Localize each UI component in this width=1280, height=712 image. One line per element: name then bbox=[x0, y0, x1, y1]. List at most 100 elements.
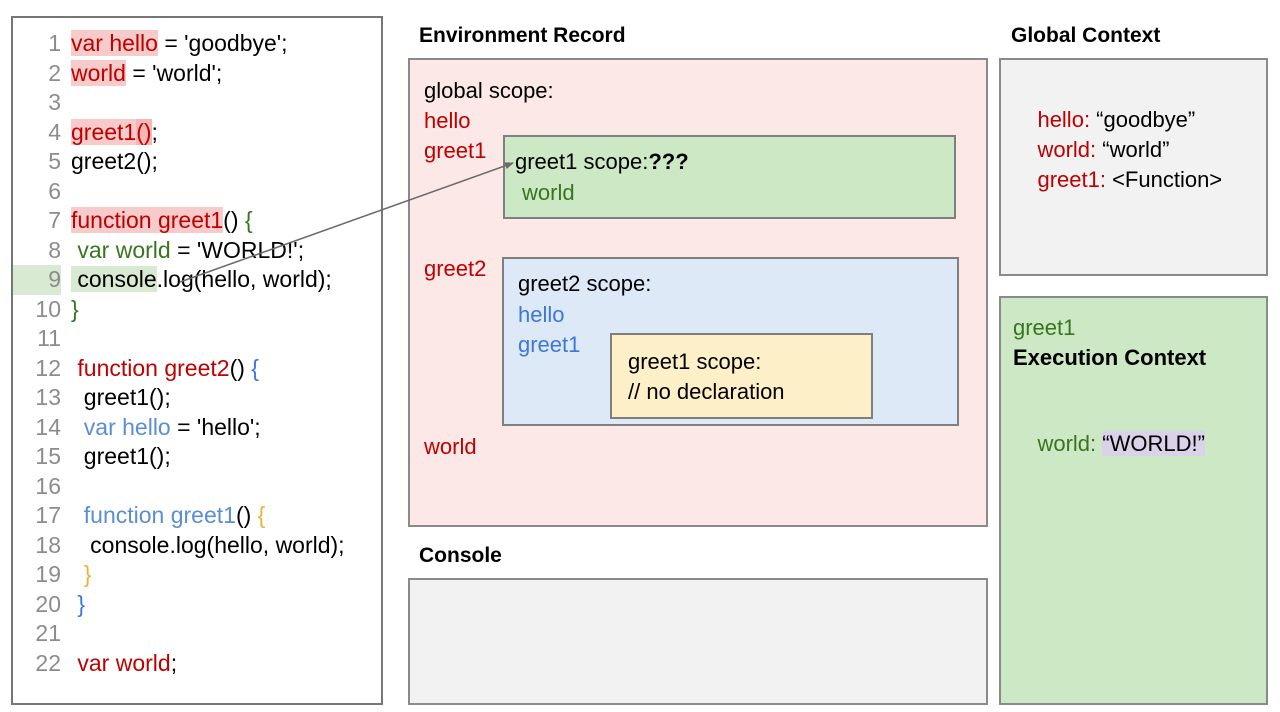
code-line[interactable]: 22 var world; bbox=[13, 649, 381, 679]
code-line-text: } bbox=[61, 560, 92, 590]
code-token: ; bbox=[151, 118, 158, 145]
code-line[interactable]: 3 bbox=[13, 88, 381, 118]
code-line-text: greet2(); bbox=[61, 147, 158, 177]
code-token: { bbox=[257, 502, 266, 528]
global-binding-greet1: greet1 bbox=[424, 138, 487, 163]
code-token: } bbox=[71, 561, 92, 587]
greet1-inner-scope-box: greet1 scope: // no declaration bbox=[610, 333, 873, 419]
code-token: = 'hello'; bbox=[170, 413, 261, 440]
global-context-key: world bbox=[1037, 137, 1091, 162]
code-token: function greet1 bbox=[71, 502, 236, 528]
code-line-number: 15 bbox=[35, 443, 61, 469]
code-line-number: 13 bbox=[35, 384, 61, 410]
code-token: var hello bbox=[71, 413, 171, 440]
console-output-panel[interactable] bbox=[408, 578, 988, 705]
code-line-text: world = 'world'; bbox=[61, 59, 222, 89]
global-context-row: world: “world” bbox=[1013, 111, 1169, 189]
code-line-number: 20 bbox=[35, 590, 61, 617]
code-token: greet2(); bbox=[71, 148, 158, 174]
code-token: world bbox=[71, 59, 126, 86]
code-token: greet1(); bbox=[71, 443, 171, 469]
code-token: () bbox=[223, 207, 245, 233]
code-token: console.log(hello, world); bbox=[71, 531, 345, 558]
global-context-separator: : bbox=[1090, 137, 1103, 162]
code-line-text: greet1(); bbox=[61, 118, 158, 148]
global-context-value: <Function> bbox=[1112, 167, 1223, 192]
code-token: () bbox=[229, 354, 252, 381]
execution-context-function-name: greet1 bbox=[1013, 315, 1076, 340]
code-line[interactable]: 18 console.log(hello, world); bbox=[13, 531, 381, 561]
code-token: () bbox=[136, 118, 152, 145]
code-line-number: 21 bbox=[35, 620, 61, 646]
console-title: Console bbox=[419, 544, 502, 567]
code-line-text: function greet1() { bbox=[61, 206, 253, 236]
greet1-scope-label-row: greet1 scope:??? bbox=[515, 149, 689, 175]
code-token: } bbox=[71, 590, 86, 617]
code-line-number: 17 bbox=[35, 502, 61, 528]
code-line-text: function greet2() { bbox=[61, 354, 259, 384]
code-line-number: 10 bbox=[35, 295, 61, 322]
code-line[interactable]: 21 bbox=[13, 619, 381, 649]
code-token: } bbox=[71, 295, 79, 322]
code-line-number: 18 bbox=[35, 531, 61, 558]
global-context-separator: : bbox=[1083, 107, 1097, 132]
code-line-text: console.log(hello, world); bbox=[61, 265, 332, 295]
code-line-number: 7 bbox=[48, 207, 61, 233]
code-token: function greet1 bbox=[71, 207, 224, 233]
code-line-number: 5 bbox=[48, 148, 61, 174]
code-line[interactable]: 11 bbox=[13, 324, 381, 354]
code-line[interactable]: 20 } bbox=[13, 590, 381, 620]
code-line[interactable]: 16 bbox=[13, 472, 381, 502]
code-token: ; bbox=[170, 649, 178, 676]
code-token: console bbox=[71, 266, 157, 292]
code-line[interactable]: 19 } bbox=[13, 560, 381, 590]
global-scope-label: global scope: bbox=[424, 78, 554, 103]
code-line-number: 22 bbox=[35, 649, 61, 676]
code-line[interactable]: 6 bbox=[13, 177, 381, 207]
code-token: var hello bbox=[71, 30, 158, 56]
code-line-text: } bbox=[61, 295, 79, 325]
code-line[interactable]: 12 function greet2() { bbox=[13, 354, 381, 384]
greet1-inner-scope-note: // no declaration bbox=[628, 379, 785, 404]
code-line[interactable]: 13 greet1(); bbox=[13, 383, 381, 413]
code-line[interactable]: 5 greet2(); bbox=[13, 147, 381, 177]
code-line-number: 12 bbox=[35, 354, 61, 381]
code-line[interactable]: 14 var hello = 'hello'; bbox=[13, 413, 381, 443]
code-line[interactable]: 8 var world = 'WORLD!'; bbox=[13, 236, 381, 266]
greet2-scope-label: greet2 scope: bbox=[518, 271, 652, 296]
greet2-scope-binding-greet1: greet1 bbox=[518, 332, 581, 357]
code-token: greet1(); bbox=[71, 384, 171, 410]
code-line[interactable]: 17 function greet1() { bbox=[13, 501, 381, 531]
execution-context-separator: : bbox=[1090, 431, 1103, 456]
code-line[interactable]: 9 console.log(hello, world); bbox=[13, 265, 381, 295]
code-line-number: 3 bbox=[48, 89, 61, 115]
code-line-text: var world; bbox=[61, 649, 177, 679]
code-token: { bbox=[244, 207, 253, 233]
code-line-text: var hello = 'hello'; bbox=[61, 413, 261, 443]
code-token: { bbox=[251, 354, 259, 381]
global-binding-hello: hello bbox=[424, 108, 471, 133]
code-line-number: 11 bbox=[37, 325, 61, 351]
code-token: () bbox=[235, 502, 258, 528]
global-context-key: hello bbox=[1037, 107, 1084, 132]
execution-context-heading: Execution Context bbox=[1013, 345, 1207, 370]
code-line-number: 14 bbox=[35, 413, 61, 440]
greet1-inner-scope-label: greet1 scope: bbox=[628, 349, 762, 374]
code-line-number: 4 bbox=[48, 118, 61, 145]
code-token: = 'world'; bbox=[125, 59, 223, 86]
global-context-panel: hello: “goodbye” world: “world” greet1: … bbox=[999, 58, 1268, 276]
code-line[interactable]: 15 greet1(); bbox=[13, 442, 381, 472]
code-line-number: 2 bbox=[48, 59, 61, 86]
global-context-row: hello: “goodbye” bbox=[1013, 81, 1195, 159]
environment-record-title: Environment Record bbox=[419, 24, 626, 47]
code-token: = 'WORLD!'; bbox=[170, 236, 305, 263]
code-line[interactable]: 10} bbox=[13, 295, 381, 325]
global-binding-greet2: greet2 bbox=[424, 256, 487, 281]
code-token: .log(hello, world); bbox=[156, 266, 332, 292]
code-token: var world bbox=[71, 236, 171, 263]
